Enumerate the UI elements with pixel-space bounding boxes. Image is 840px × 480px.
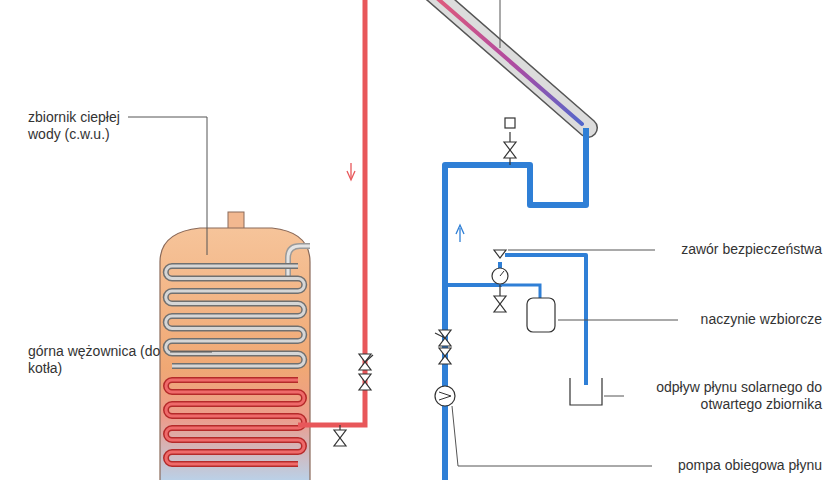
solar-circuit (492, 268, 508, 284)
solar-circuit (527, 298, 555, 332)
solar-circuit (504, 142, 516, 158)
upper-coil (166, 266, 305, 366)
part-label: zawór bezpieczeństwa (647, 241, 822, 258)
solar-circuit (459, 228, 460, 242)
solar-collector (425, 0, 588, 128)
leader-lines (604, 396, 624, 397)
solar-circuit (494, 250, 506, 258)
boiler-pipe (298, 0, 365, 425)
solar-circuit (499, 285, 500, 296)
solar-circuit (435, 118, 602, 480)
part-label: górna wężownica (do kotła) (28, 343, 166, 377)
boiler-pipe (359, 374, 371, 390)
solar-circuit (456, 225, 464, 234)
solar-collector (425, 0, 588, 128)
upper-coil (166, 266, 305, 366)
hot-water-tank (160, 228, 310, 480)
part-label: odpływ płynu solarnego do otwartego zbio… (632, 379, 822, 413)
lower-coil (166, 380, 304, 464)
boiler-pipe (347, 171, 355, 180)
part-label: zbiornik ciepłej wody (c.w.u.) (28, 109, 140, 143)
boiler-pipe (350, 163, 351, 178)
boiler-pipe (334, 430, 346, 446)
leader-lines (452, 406, 652, 466)
solar-circuit (505, 118, 515, 128)
leader-lines (558, 320, 678, 321)
solar-circuit (445, 262, 500, 285)
solar-circuit (439, 348, 451, 364)
solar-collector (425, 0, 588, 128)
leader-lines (128, 117, 678, 466)
solar-circuit (435, 333, 445, 338)
solar-circuit (500, 271, 504, 276)
boiler-pipe (298, 0, 373, 446)
leader-lines (128, 117, 207, 255)
part-label: pompa obiegowa płynu (647, 457, 822, 474)
solar-circuit (494, 296, 506, 312)
leader-lines (170, 352, 212, 353)
boiler-pipe (365, 355, 373, 362)
solar-circuit (570, 378, 602, 405)
hot-water-tank (160, 212, 310, 480)
solar-circuit (435, 386, 455, 406)
solar-collector (430, 0, 582, 124)
hot-water-tank (228, 212, 244, 230)
leader-lines (508, 250, 655, 251)
leader-line (500, 0, 501, 48)
solar-circuit (445, 128, 586, 480)
part-label: naczynie wzbiorcze (672, 311, 822, 328)
solar-circuit (439, 392, 451, 400)
lower-coil (166, 380, 304, 464)
boiler-pipe (339, 425, 340, 430)
hot-water-tank (166, 266, 305, 464)
